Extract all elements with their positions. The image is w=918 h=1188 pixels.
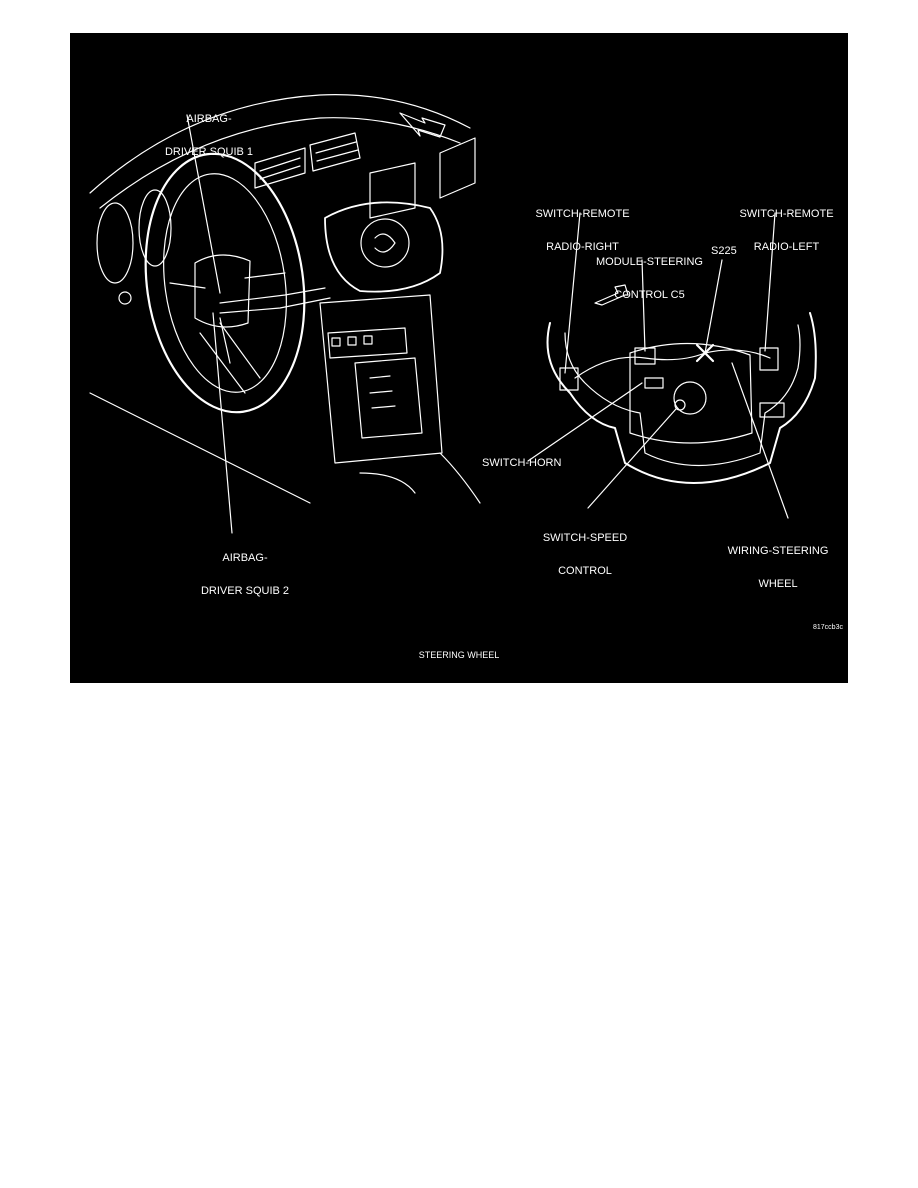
direction-arrow: [399, 112, 446, 138]
direction-arrow-2: [594, 284, 629, 306]
figure-code: 817ccb3c: [813, 624, 843, 631]
steering-wheel-illustration: [89, 94, 817, 534]
radio-right-line1: SWITCH-REMOTE: [535, 208, 630, 220]
steering-wheel-figure: AIRBAG- DRIVER SQUIB 1 AIRBAG- DRIVER SQ…: [70, 33, 848, 683]
switch-horn-label: SWITCH-HORN: [482, 457, 562, 469]
airbag-squib-2-line2: DRIVER SQUIB 2: [200, 585, 290, 597]
radio-left-line1: SWITCH-REMOTE: [739, 208, 834, 220]
steering-wheel-rear-view: [527, 212, 817, 519]
module-line1: MODULE-STEERING: [596, 256, 703, 268]
module-steering-control-label: MODULE-STEERING CONTROL C5: [587, 235, 712, 323]
figure-caption: STEERING WHEEL: [418, 650, 500, 660]
airbag-driver-squib-1-label: AIRBAG- DRIVER SQUIB 1: [144, 92, 274, 180]
speed-control-line1: SWITCH-SPEED: [542, 532, 628, 544]
dashboard-view: [89, 94, 481, 534]
airbag-squib-2-line1: AIRBAG-: [222, 552, 268, 564]
airbag-driver-squib-2-label: AIRBAG- DRIVER SQUIB 2: [180, 531, 310, 619]
wiring-line1: WIRING-STEERING: [727, 545, 829, 557]
switch-remote-radio-right-label: SWITCH-REMOTE RADIO-RIGHT: [525, 187, 640, 275]
switch-speed-control-label: SWITCH-SPEED CONTROL: [535, 511, 635, 599]
radio-left-line2: RADIO-LEFT: [753, 241, 820, 253]
module-line2: CONTROL C5: [614, 289, 685, 301]
switch-remote-radio-left-label: SWITCH-REMOTE RADIO-LEFT: [729, 187, 844, 275]
speed-control-line2: CONTROL: [558, 565, 612, 577]
wiring-steering-wheel-label: WIRING-STEERING WHEEL: [718, 524, 838, 612]
airbag-squib-1-line2: DRIVER SQUIB 1: [164, 146, 254, 158]
splice-s225-label: S225: [711, 245, 737, 257]
wiring-line2: WHEEL: [758, 578, 798, 590]
airbag-squib-1-line1: AIRBAG-: [186, 113, 232, 125]
radio-right-line2: RADIO-RIGHT: [546, 241, 619, 253]
